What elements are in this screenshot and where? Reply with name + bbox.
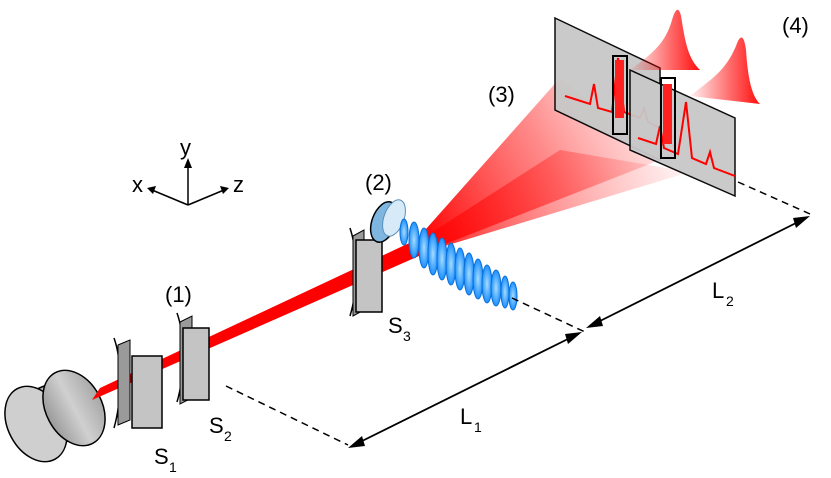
axis-y-label: y [180,135,191,160]
label-step-4: (4) [782,13,809,38]
label-step-1: (1) [165,282,192,307]
screen-back [629,68,736,198]
label-s1: S [154,444,169,469]
dashed-guides [225,181,811,446]
label-step-3: (3) [488,82,515,107]
slit-s1 [113,337,163,429]
sample-disk [369,199,406,243]
label-s2: S [209,413,224,438]
laser-source [4,369,106,463]
diffraction-cone-lower [420,150,690,252]
label-l2: L [712,278,724,303]
label-s1-subscript: 1 [169,459,177,475]
label-s3-subscript: 3 [403,328,411,344]
coordinate-axes [147,158,229,206]
label-s2-subscript: 2 [224,428,232,444]
laser-beam [92,238,428,400]
slit-s3 [349,227,383,317]
label-l2-subscript: 2 [726,293,734,309]
label-s3: S [388,313,403,338]
axis-x-label: x [132,172,143,197]
label-l1-subscript: 1 [474,419,482,435]
xuv-pulse-train [399,218,518,311]
label-step-2: (2) [365,170,392,195]
label-l1: L [460,404,472,429]
axis-z-label: z [233,172,244,197]
l2-dimension-arrow [586,216,810,328]
l1-dimension-arrow [348,332,582,448]
slit-s2 [176,312,210,405]
spectrum-peaks [630,9,760,104]
